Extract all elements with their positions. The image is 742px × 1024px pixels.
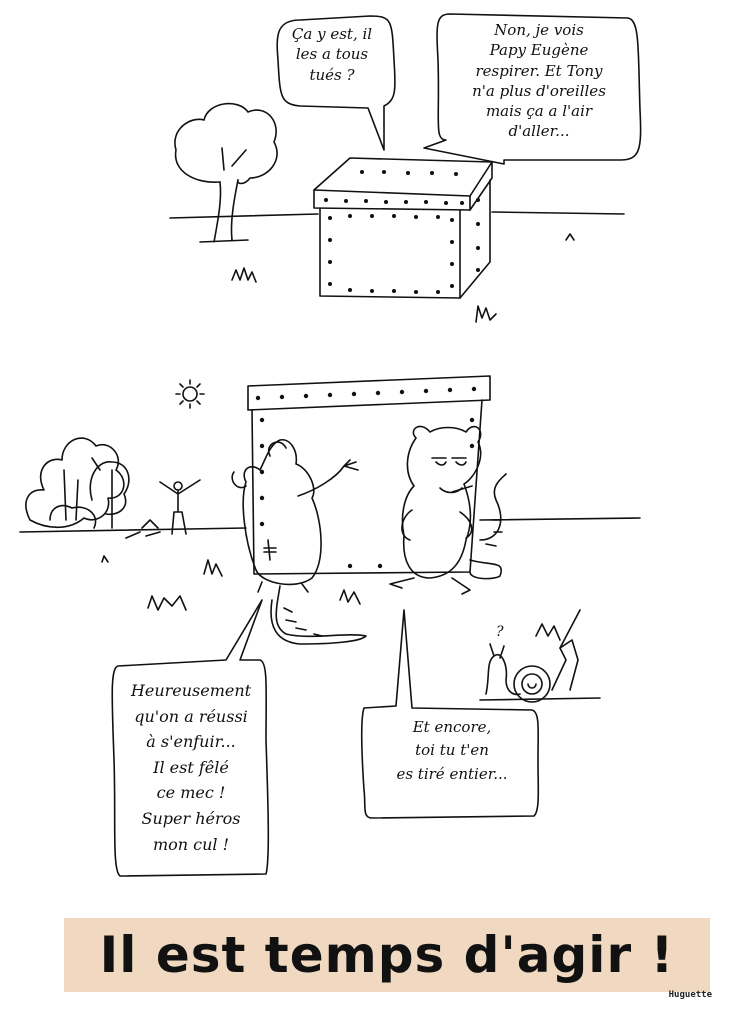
banner-title: Il est temps d'agir !	[99, 926, 675, 984]
grass-tuft	[475, 305, 497, 323]
top-riveted-box	[313, 157, 493, 299]
rat-left-drawing	[231, 439, 367, 645]
grass-tuft	[565, 233, 575, 241]
speech-bubble-outline	[360, 609, 540, 819]
artist-signature: Huguette	[668, 990, 712, 1000]
speech-bubble-outline	[111, 599, 270, 877]
bottom-trees-drawing	[25, 437, 130, 529]
top-tree-drawing	[174, 102, 278, 243]
distant-figure-drawing	[125, 479, 201, 539]
grass-tuft	[231, 267, 257, 283]
speech-bubble-bottom-left: Heureusement qu'on a réussi à s'enfuir..…	[130, 681, 252, 854]
speech-bubble-bottom-right: Et encore, toi tu t'en es tiré entier...	[396, 718, 508, 783]
grass-tuft	[101, 555, 109, 563]
speech-bubble-outline	[276, 15, 396, 151]
bottom-riveted-box	[247, 375, 491, 575]
grass-tuft	[203, 559, 223, 577]
grass-tuft	[339, 589, 361, 605]
snail-question-mark: ?	[496, 624, 504, 640]
grass-tuft	[147, 595, 187, 611]
snail-drawing	[479, 609, 601, 703]
top-ground-line	[169, 211, 625, 219]
speech-bubble-outline	[423, 13, 642, 165]
bottom-ground-line	[19, 517, 641, 533]
rat-right-drawing	[389, 425, 507, 595]
speech-bubble-top-right: Non, je vois Papy Eugène respirer. Et To…	[472, 21, 606, 141]
title-banner: Il est temps d'agir !	[64, 918, 710, 992]
sun-drawing	[175, 379, 205, 409]
speech-bubble-top-left: Ça y est, il les a tous tués ?	[291, 25, 373, 84]
